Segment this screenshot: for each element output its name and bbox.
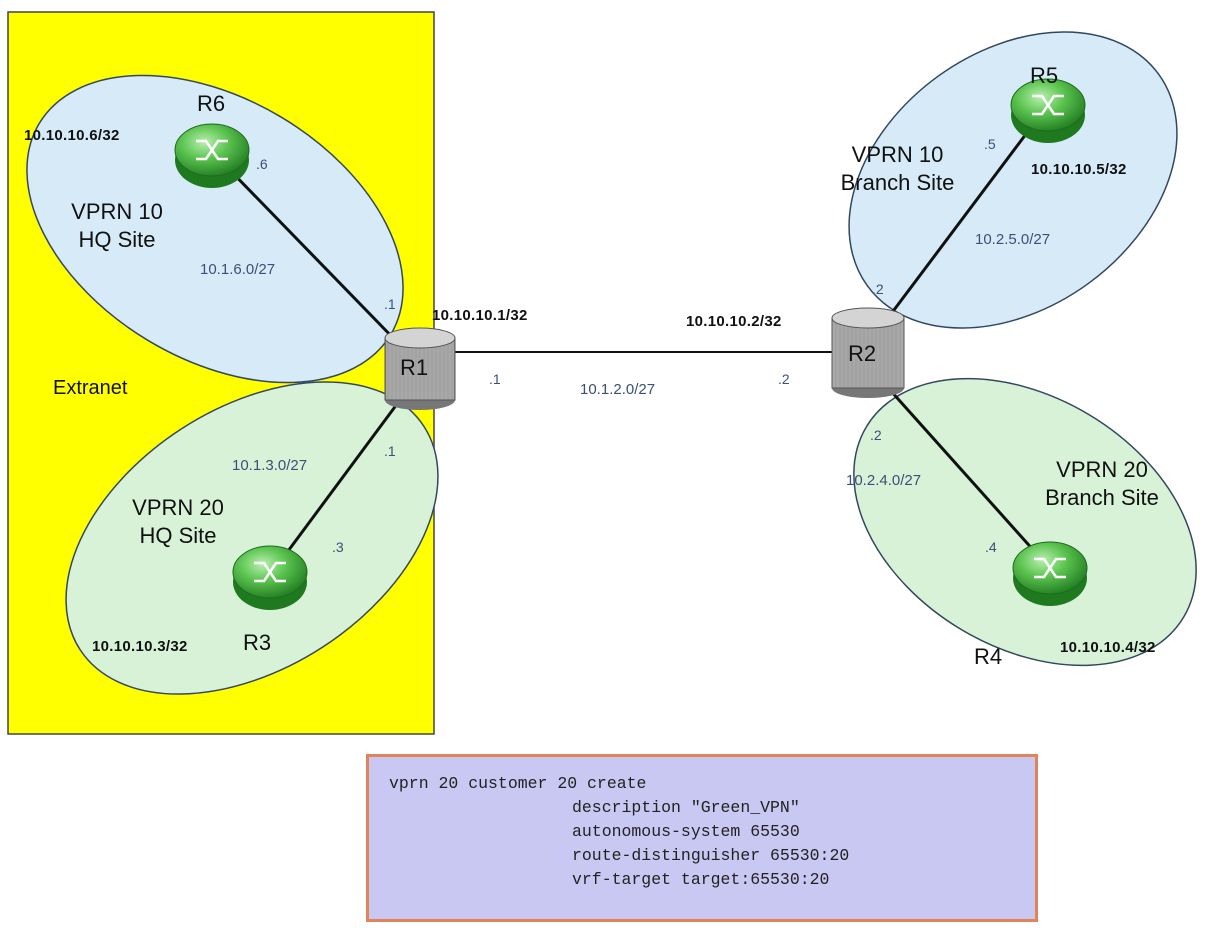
link-r1-r6 (220, 160, 402, 347)
subnet-r1-r3: 10.1.3.0/27 (232, 457, 308, 474)
if-r1-to-r2: .1 (489, 371, 501, 387)
router-name-r6: R6 (197, 91, 226, 116)
site-label-vprn20-hq-line2: HQ Site (139, 523, 217, 548)
ce-router-icon-r6 (174, 123, 250, 188)
subnet-r2-r4: 10.2.4.0/27 (846, 472, 922, 489)
router-name-r1: R1 (400, 355, 429, 380)
ce-router-icon-r3 (232, 545, 308, 610)
if-r2-to-r4: .2 (870, 427, 882, 443)
router-name-r3: R3 (243, 630, 272, 655)
link-r1-r3 (272, 399, 402, 571)
loopback-r6: 10.10.10.6/32 (24, 127, 120, 144)
if-r2-to-r5: .2 (872, 281, 884, 297)
loopback-r4: 10.10.10.4/32 (1060, 639, 1156, 656)
if-r1-to-r6: .1 (384, 296, 396, 312)
vprn20-branch-site-ellipse (853, 377, 1197, 667)
site-label-vprn10-branch-line1: VPRN 10 (851, 142, 944, 167)
router-name-r5: R5 (1030, 63, 1059, 88)
if-r3-to-r1: .3 (332, 539, 344, 555)
loopback-r2: 10.10.10.2/32 (686, 313, 782, 330)
if-r1-to-r3: .1 (384, 443, 396, 459)
subnet-r2-r5: 10.2.5.0/27 (975, 231, 1051, 248)
vprn10-branch-site-ellipse (848, 31, 1178, 329)
if-r5-to-r2: .5 (984, 136, 996, 152)
site-label-vprn10-hq-line1: VPRN 10 (71, 199, 163, 224)
config-line-3: autonomous-system 65530 (572, 822, 800, 841)
config-line-4: route-distinguisher 65530:20 (572, 846, 850, 865)
link-r2-r5 (886, 113, 1043, 319)
config-line-2: description "Green_VPN" (572, 798, 800, 817)
if-r6-to-r1: .6 (256, 156, 268, 172)
site-label-vprn10-branch-line2: Branch Site (840, 170, 955, 195)
site-label-vprn20-branch-line1: VPRN 20 (1056, 457, 1148, 482)
config-snippet-box: vprn 20 customer 20 create description "… (366, 754, 1038, 922)
router-name-r2: R2 (848, 341, 877, 366)
site-label-vprn20-branch-line2: Branch Site (1045, 485, 1159, 510)
pe-router-icon-r2 (831, 307, 905, 398)
pe-router-icon-r1 (384, 327, 456, 410)
loopback-r5: 10.10.10.5/32 (1031, 161, 1127, 178)
vprn20-hq-site-ellipse (65, 381, 439, 695)
router-name-r4: R4 (974, 644, 1003, 669)
site-label-vprn10-branch: VPRN 10 Branch Site (805, 141, 990, 197)
site-label-vprn20-hq-line1: VPRN 20 (132, 495, 224, 520)
site-label-vprn10-hq: VPRN 10 HQ Site (62, 198, 172, 254)
subnet-r1-r6: 10.1.6.0/27 (200, 261, 276, 278)
if-r4-to-r2: .4 (985, 539, 997, 555)
loopback-r1: 10.10.10.1/32 (432, 307, 528, 324)
loopback-r3: 10.10.10.3/32 (92, 638, 188, 655)
ce-router-icon-r4 (1012, 541, 1088, 606)
link-r2-r4 (888, 388, 1046, 564)
config-line-5: vrf-target target:65530:20 (572, 870, 830, 889)
site-label-vprn20-branch: VPRN 20 Branch Site (1012, 456, 1192, 512)
config-line-1: vprn 20 customer 20 create (389, 774, 647, 793)
subnet-r1-r2: 10.1.2.0/27 (580, 381, 656, 398)
ce-router-icon-r5 (1010, 78, 1086, 143)
extranet-label: Extranet (53, 377, 128, 399)
site-label-vprn10-hq-line2: HQ Site (78, 227, 156, 252)
site-label-vprn20-hq: VPRN 20 HQ Site (118, 494, 238, 550)
if-r2-to-r1: .2 (778, 371, 790, 387)
